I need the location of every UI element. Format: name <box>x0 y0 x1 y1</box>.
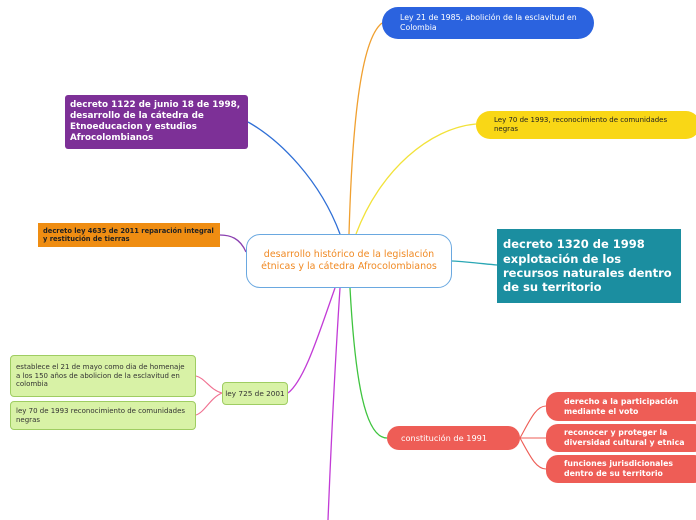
node-decreto-1320-label: decreto 1320 de 1998 explotación de los … <box>503 237 672 295</box>
node-ley-21-1985[interactable]: Ley 21 de 1985, abolición de la esclavit… <box>382 7 594 39</box>
node-decreto-1122[interactable]: decreto 1122 de junio 18 de 1998, desarr… <box>65 95 248 149</box>
node-diversidad-label: reconocer y proteger la diversidad cultu… <box>564 428 685 447</box>
node-ley-70-1993[interactable]: Ley 70 de 1993, reconocimiento de comuni… <box>476 111 696 139</box>
node-constitucion-label: constitución de 1991 <box>401 432 488 443</box>
node-diversidad-cultural[interactable]: reconocer y proteger la diversidad cultu… <box>546 424 696 452</box>
node-constitucion-1991[interactable]: constitución de 1991 <box>387 426 520 450</box>
node-ley-70b-label: ley 70 de 1993 reconocimiento de comunid… <box>16 406 186 424</box>
node-establece-21-mayo[interactable]: establece el 21 de mayo como dia de home… <box>10 355 196 397</box>
node-decreto-1122-label: decreto 1122 de junio 18 de 1998, desarr… <box>70 100 241 143</box>
link-jurisdiccionales <box>519 437 547 470</box>
link-establece <box>195 375 223 394</box>
link-decreto4635 <box>219 234 247 253</box>
central-topic[interactable]: desarrollo histórico de la legislación é… <box>246 234 452 288</box>
node-participacion-voto[interactable]: derecho a la participación mediante el v… <box>546 392 696 421</box>
link-decreto1122 <box>247 121 341 235</box>
node-participacion-label: derecho a la participación mediante el v… <box>564 396 679 416</box>
link-constitucion <box>349 287 388 439</box>
node-decreto-1320[interactable]: decreto 1320 de 1998 explotación de los … <box>497 229 681 303</box>
link-decreto1320 <box>451 260 498 266</box>
link-ley21 <box>348 22 383 235</box>
node-ley-725[interactable]: ley 725 de 2001 <box>222 382 288 405</box>
node-funciones-jurisdiccionales[interactable]: funciones jurisdicionales dentro de su t… <box>546 455 696 483</box>
link-ley725 <box>287 287 336 394</box>
node-ley-70-comunidades[interactable]: ley 70 de 1993 reconocimiento de comunid… <box>10 401 196 430</box>
node-decreto-4635-label: decreto ley 4635 de 2011 reparación inte… <box>43 226 214 243</box>
link-bottom <box>327 287 341 520</box>
node-ley-725-label: ley 725 de 2001 <box>225 388 285 398</box>
link-ley70 <box>355 123 477 235</box>
node-establece-label: establece el 21 de mayo como dia de home… <box>16 362 185 389</box>
node-ley-70-label: Ley 70 de 1993, reconocimiento de comuni… <box>494 116 668 133</box>
node-jurisdiccionales-label: funciones jurisdicionales dentro de su t… <box>564 459 674 478</box>
node-ley-21-label: Ley 21 de 1985, abolición de la esclavit… <box>400 13 577 32</box>
node-decreto-4635[interactable]: decreto ley 4635 de 2011 reparación inte… <box>38 223 220 247</box>
central-topic-label: desarrollo histórico de la legislación é… <box>261 249 437 272</box>
link-participacion <box>519 405 547 439</box>
link-ley70b <box>195 392 223 416</box>
